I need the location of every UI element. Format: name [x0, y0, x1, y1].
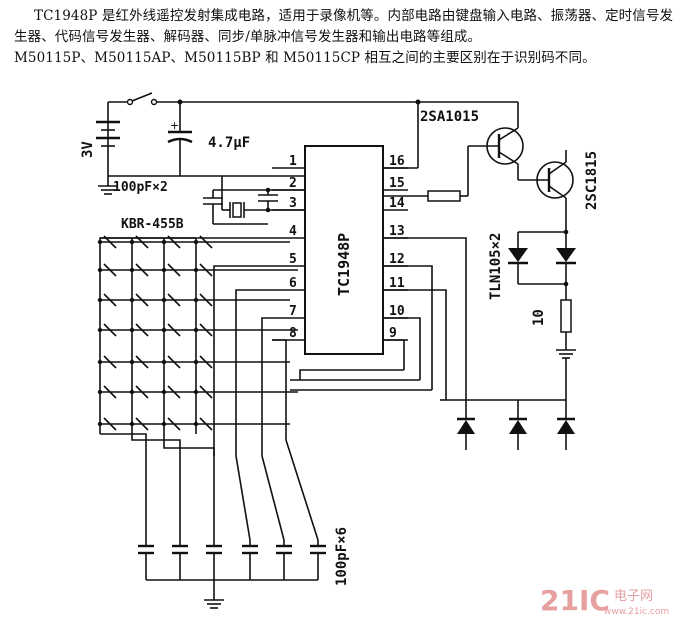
bottom-caps-label: 100pF×6	[334, 527, 350, 586]
watermark-cn: 电子网	[614, 589, 653, 604]
pin-label-left: 7	[289, 304, 297, 319]
oscillator-section: 100pF×2 KBR-455B	[113, 176, 305, 232]
pin-label-right: 12	[389, 252, 405, 267]
pin-label-left: 4	[289, 224, 297, 239]
key-switch	[135, 385, 149, 399]
power-switch	[131, 92, 153, 102]
electrolytic-capacitor: +	[167, 102, 193, 176]
pin-label-left: 6	[289, 276, 297, 291]
key-switch	[199, 323, 213, 337]
circuit-description: TC1948P 是红外线遥控发射集成电路，适用于录像机等。内部电路由键盘输入电路…	[14, 6, 674, 69]
key-switch	[167, 323, 181, 337]
svg-text:+: +	[170, 119, 179, 132]
key-switch	[103, 235, 117, 249]
ground-symbol-top	[98, 176, 118, 195]
diode-array	[383, 167, 575, 450]
key-switch	[167, 293, 181, 307]
key-switch	[167, 355, 181, 369]
transistor-q2-label: 2SC1815	[584, 151, 600, 210]
key-switch	[103, 263, 117, 277]
key-switch	[135, 323, 149, 337]
pin-label-right: 9	[389, 326, 397, 341]
pin-label-left: 3	[289, 196, 297, 211]
key-switch	[167, 417, 181, 431]
watermark-url: www.21ic.com	[604, 607, 669, 617]
key-switch	[199, 263, 213, 277]
key-switch	[103, 417, 117, 431]
key-switch	[135, 263, 149, 277]
ic-right-pins: 16 15 14 13 12 11 10 9	[383, 154, 408, 341]
ground-symbol-right	[556, 349, 576, 359]
key-switch	[167, 263, 181, 277]
ic-name-label: TC1948P	[335, 233, 353, 296]
keyboard-matrix	[97, 235, 446, 541]
bottom-capacitor-bank	[138, 540, 326, 581]
pin-label-right: 16	[389, 154, 405, 169]
ir-led-2	[556, 248, 576, 265]
ir-led-1	[508, 248, 528, 265]
description-paragraph-2: M50115P、M50115AP、M50115BP 和 M50115CP 相互之…	[14, 50, 596, 66]
pin-label-right: 11	[389, 276, 405, 291]
transistor-q1-label: 2SA1015	[420, 109, 479, 125]
key-switch	[135, 235, 149, 249]
diode	[557, 420, 575, 434]
key-switch	[103, 323, 117, 337]
ic-body	[304, 145, 384, 355]
key-switch	[103, 385, 117, 399]
pin-label-right: 14	[389, 196, 405, 211]
pin-label-left: 5	[289, 252, 297, 267]
battery-label: 3V	[80, 141, 96, 158]
key-switch	[199, 417, 213, 431]
battery-symbol	[96, 120, 120, 147]
key-switch	[167, 235, 181, 249]
watermark: 21IC 电子网 www.21ic.com	[540, 584, 669, 617]
pin-label-left: 2	[289, 176, 297, 191]
key-switch	[199, 293, 213, 307]
output-stage: 2SA1015 2SC1815 TLN105×2	[417, 102, 600, 359]
diode	[457, 420, 475, 434]
key-switch	[135, 293, 149, 307]
description-paragraph-1: TC1948P 是红外线遥控发射集成电路，适用于录像机等。内部电路由键盘输入电路…	[14, 8, 674, 45]
electrolytic-cap-label: 4.7μF	[208, 135, 250, 151]
watermark-brand: 21IC	[540, 584, 610, 617]
pin-label-right: 13	[389, 224, 405, 239]
switch-contact	[126, 98, 134, 106]
key-switch	[135, 355, 149, 369]
base-resistor	[427, 190, 461, 202]
pin-label-left: 8	[289, 326, 297, 341]
key-switch	[103, 355, 117, 369]
led-resistor-label: 10	[531, 309, 547, 326]
diode	[509, 420, 527, 434]
resonator-label: KBR-455B	[121, 217, 184, 232]
key-switch	[199, 355, 213, 369]
led-pair-label: TLN105×2	[488, 233, 504, 300]
ceramic-resonator	[221, 176, 268, 218]
pin-label-left: 1	[289, 154, 297, 169]
key-switch	[103, 293, 117, 307]
pin-label-right: 15	[389, 176, 405, 191]
ground-symbol-bottom	[204, 580, 224, 609]
power-section: 3V + 4.7μF	[80, 92, 518, 195]
ic-left-pins: 1 2 3 4 5 6 7 8	[272, 154, 305, 341]
key-switch	[199, 385, 213, 399]
key-switch	[167, 385, 181, 399]
osc-caps-label: 100pF×2	[113, 180, 168, 195]
led-resistor	[560, 299, 572, 333]
key-switch	[199, 235, 213, 249]
pin-label-right: 10	[389, 304, 405, 319]
key-switch	[135, 417, 149, 431]
